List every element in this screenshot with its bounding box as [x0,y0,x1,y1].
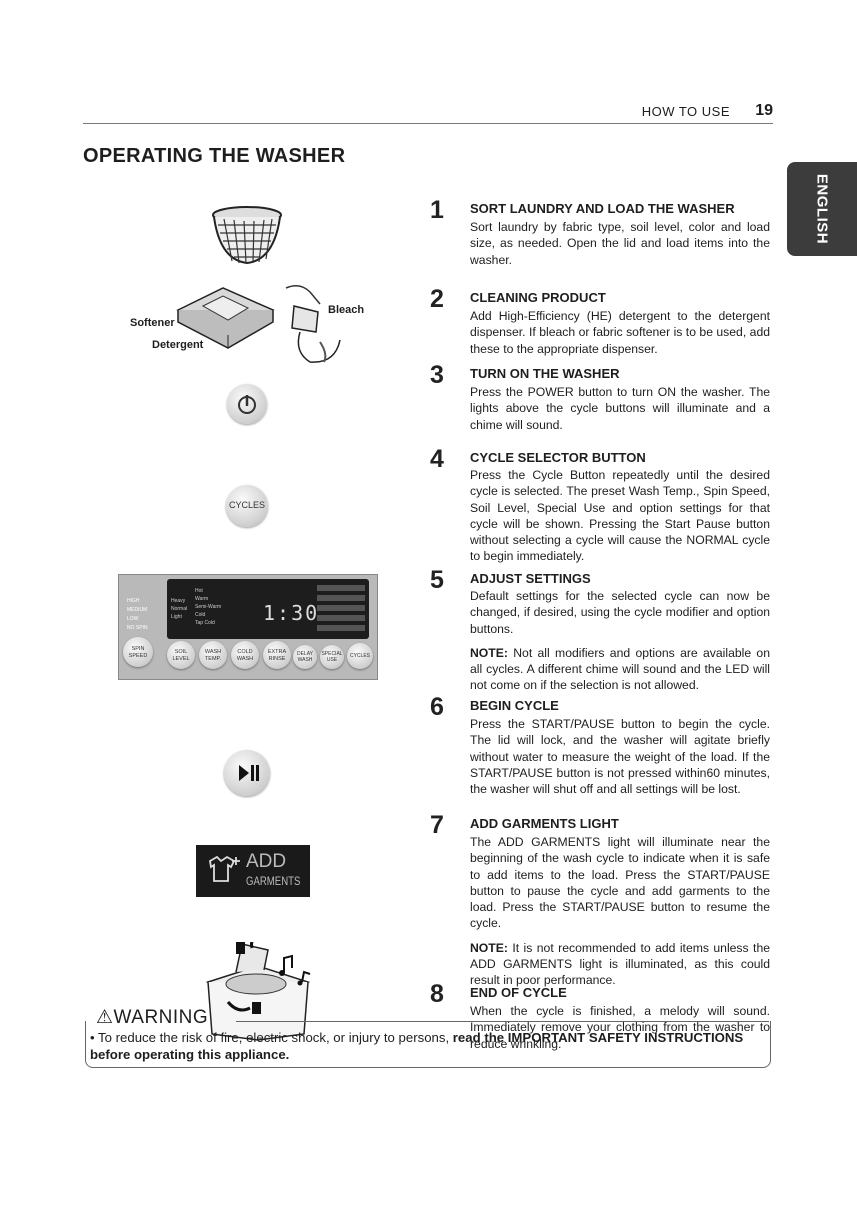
step-body: Default settings for the selected cycle … [470,588,770,694]
softener-label: Softener [130,317,175,329]
panel-cycles-button: CYCLES [347,643,373,669]
temp-label: Hot [195,588,203,594]
warning-text: • To reduce the risk of fire, electric s… [90,1029,760,1063]
detergent-label: Detergent [152,339,204,351]
panel-options-grid [317,585,365,633]
panel-button-label: EXTRA RINSE [267,649,287,662]
step-number: 4 [430,445,444,473]
panel-extra-rinse-button: EXTRA RINSE [263,641,291,669]
washer-melody-image [205,942,311,1041]
step-body: Add High-Efficiency (HE) detergent to th… [470,309,770,356]
page-number: 19 [755,102,773,119]
add-garments-bottom: GARMENTS [246,874,301,888]
warning-top-rule [236,1021,769,1022]
step-title: CYCLE SELECTOR BUTTON [470,450,646,465]
step-title: ADD GARMENTS LIGHT [470,816,619,831]
bleach-pour-image [285,285,341,363]
step-note: NOTE: It is not recommended to add items… [470,940,770,989]
panel-button-label: SOIL LEVEL [172,649,190,662]
panel-button-label: CYCLES [349,653,370,659]
start-pause-button-image [224,750,270,796]
step-title: ADJUST SETTINGS [470,571,591,586]
step-body-text: Default settings for the selected cycle … [470,589,770,636]
panel-cold-wash-button: COLD WASH [231,641,259,669]
dispenser-image [176,287,275,349]
step-body: Press the POWER button to turn ON the wa… [470,385,770,432]
temp-label: Semi-Warm [195,604,222,610]
panel-special-use-button: SPECIAL USE [320,645,344,669]
shirt-plus-icon [209,855,240,882]
header-rule [83,123,773,124]
step-number: 5 [430,566,444,594]
step-body: Sort laundry by fabric type, soil level,… [470,220,770,267]
step-note: NOTE: Not all modifiers and options are … [470,645,770,694]
panel-display-time: 1:30 [263,601,320,625]
laundry-basket-image [212,206,282,265]
panel-display: 1:30 [167,579,369,639]
step-number: 7 [430,811,444,839]
step-body-text: The ADD GARMENTS light will illuminate n… [470,835,770,931]
note-label: NOTE: [470,645,508,660]
soil-level-label: Light [171,614,182,620]
step-body: The ADD GARMENTS light will illuminate n… [470,834,770,989]
step-title: TURN ON THE WASHER [470,366,620,381]
panel-soil-levels: Heavy Normal Light [171,597,187,621]
temp-label: Warm [195,596,209,602]
step-number: 8 [430,980,444,1008]
step-number: 1 [430,196,444,224]
step-number: 3 [430,361,444,389]
note-text: It is not recommended to add items unles… [470,940,770,988]
warning-title-text: WARNING [113,1007,209,1028]
power-button-image [227,384,267,424]
control-panel-image: 1:30 HIGH MEDIUM LOW NO SPIN Heavy Norma… [118,574,378,680]
add-garments-light-image: ADD GARMENTS [196,845,310,897]
warning-title: ⚠WARNING [96,1006,209,1029]
panel-button-label: SPECIAL USE [321,651,343,663]
warning-text-bold: read the IMPORTANT SAFETY INSTRUCTIONS b… [90,1030,744,1062]
spin-level-label: LOW [127,616,139,622]
panel-spin-levels: HIGH MEDIUM LOW NO SPIN [127,597,148,633]
page-title: OPERATING THE WASHER [83,145,346,167]
power-icon [238,395,256,414]
soil-level-label: Heavy [171,598,186,604]
step-title: SORT LAUNDRY AND LOAD THE WASHER [470,201,735,216]
play-pause-icon [239,765,259,781]
language-tab-label: ENGLISH [813,173,831,245]
panel-button-label: SPIN SPEED [128,646,148,659]
spin-level-label: NO SPIN [127,625,148,631]
note-text: Not all modifiers and options are availa… [470,645,770,693]
page-header: HOW TO USE 19 [83,102,773,120]
spin-level-label: HIGH [127,598,140,604]
step-title: BEGIN CYCLE [470,698,559,713]
panel-wash-temp-button: WASH TEMP. [199,641,227,669]
step-title: CLEANING PRODUCT [470,290,606,305]
note-label: NOTE: [470,940,508,955]
warning-box [85,1021,771,1068]
bleach-label: Bleach [328,304,365,316]
temp-label: Cold [195,612,206,618]
step-title: END OF CYCLE [470,985,567,1000]
panel-button-label: COLD WASH [236,649,254,662]
step-body: Press the Cycle Button repeatedly until … [470,468,770,564]
panel-temps: Hot Warm Semi-Warm Cold Tap Cold [195,587,221,627]
step-number: 2 [430,285,444,313]
soil-level-label: Normal [171,606,188,612]
warning-text-plain: • To reduce the risk of fire, electric s… [90,1030,453,1045]
spin-level-label: MEDIUM [127,607,148,613]
step-number: 6 [430,693,444,721]
panel-button-label: DELAY WASH [296,651,314,663]
panel-spin-speed-button: SPIN SPEED [123,637,153,667]
panel-button-label: WASH TEMP. [204,649,222,662]
step-body: Press the START/PAUSE button to begin th… [470,717,770,797]
panel-delay-wash-button: DELAY WASH [293,645,317,669]
step-body: When the cycle is finished, a melody wil… [470,1004,770,1051]
language-tab: ENGLISH [787,162,857,256]
temp-label: Tap Cold [195,620,215,626]
panel-soil-level-button: SOIL LEVEL [167,641,195,669]
section-name: HOW TO USE [641,104,730,119]
warning-icon: ⚠ [96,1007,114,1028]
add-garments-top: ADD [246,851,287,872]
cycles-button-label: CYCLES [228,500,265,510]
cycles-button-image: CYCLES [226,485,268,527]
